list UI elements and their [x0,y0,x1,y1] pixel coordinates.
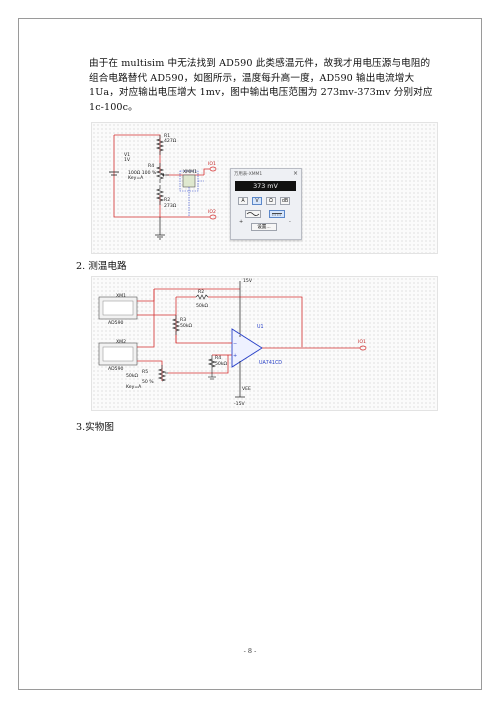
paragraph-line: 组合电路替代 AD590，如图所示，温度每升高一度，AD590 输出电流增大 [89,72,415,84]
section-heading-3: 3.实物图 [76,422,114,433]
svg-text:−: − [233,341,237,347]
vee-label: VEE [242,386,251,392]
opamp-model-label: UA741CD [259,360,282,366]
ac-mode-button[interactable] [245,210,261,218]
intro-paragraph: 由于在 multisim 中无法找到 AD590 此类感温元件，故我才用电压源与… [89,57,433,115]
io1-label: IO1 [358,339,366,345]
multimeter-window[interactable]: 万用表-XMM1 × 373 mV A V Ω dB 设置... + - [230,168,302,240]
negative-supply-label: -15V [234,401,246,407]
r5-percent: 50 % [142,379,154,385]
r2-label: R2 [164,197,170,203]
r5-value: 50kΩ [126,373,139,379]
voltmeter-button[interactable]: V [252,197,262,205]
measurement-circuit-figure: − + XM1 AD590 XM2 AD590 15V R2 50kΩ R3 5… [91,276,438,411]
r1-value: 427Ω [164,138,177,144]
r3-label: R3 [180,317,186,323]
dc-mode-button[interactable] [269,210,285,218]
r4-label: R4 [148,163,154,169]
r4-label: R4 [215,355,221,361]
ammeter-button[interactable]: A [238,197,248,205]
positive-terminal[interactable]: + [239,219,244,225]
page-frame [18,18,482,690]
xm1-label: XM1 [116,293,126,299]
r4-key: Key=A [128,175,144,181]
page-number: - 8 - [243,647,257,655]
r5-label: R5 [142,369,148,375]
multimeter-title: 万用表-XMM1 [234,172,263,177]
multimeter-reading: 373 mV [235,181,296,191]
r4-value: 50kΩ [215,361,228,367]
substitute-circuit-figure: R1 427Ω V1 1V R4 100Ω 100 % Key=A R2 273… [91,122,438,254]
xm1-sublabel: AD590 [108,320,124,326]
r1-label: R1 [164,133,170,139]
r3-value: 50kΩ [180,323,193,329]
negative-terminal[interactable]: - [289,219,291,225]
io2-label: IO2 [208,209,216,215]
xm2-label: XM2 [116,339,126,345]
paragraph-line: 1c-100c。 [89,101,138,113]
circuit-schematic-1: R1 427Ω V1 1V R4 100Ω 100 % Key=A R2 273… [109,133,217,240]
settings-button[interactable]: 设置... [251,223,277,231]
r4-value: 100Ω 100 % [128,170,157,176]
v1-value: 1V [124,157,131,163]
xm2-sublabel: AD590 [108,366,124,372]
positive-supply-label: 15V [243,278,253,284]
v1-label: V1 [124,152,130,158]
r2-value: 50kΩ [196,303,209,309]
paragraph-line: 1Ua，对应输出电压增大 1mv，图中输出电压范围为 273mv-373mv 分… [89,87,433,98]
paragraph-line: 由于在 multisim 中无法找到 AD590 此类感温元件，故我才用电压源与… [89,58,431,69]
r5-key: Key=A [126,384,142,390]
decibel-button[interactable]: dB [280,197,290,205]
io1-label: IO1 [208,161,216,167]
circuit-schematic-2: − + XM1 AD590 XM2 AD590 15V R2 50kΩ R3 5… [98,278,367,407]
dc-line-icon [272,213,282,216]
u1-label: U1 [257,324,264,330]
ohmmeter-button[interactable]: Ω [266,197,276,205]
close-icon[interactable]: × [292,170,298,177]
r2-value: 273Ω [164,203,177,209]
svg-text:+: + [233,353,237,359]
section-heading-2: 2. 测温电路 [76,261,127,272]
sine-wave-icon [246,212,260,216]
r2-label: R2 [198,289,204,295]
xmm1-label: XMM1 [183,169,197,175]
